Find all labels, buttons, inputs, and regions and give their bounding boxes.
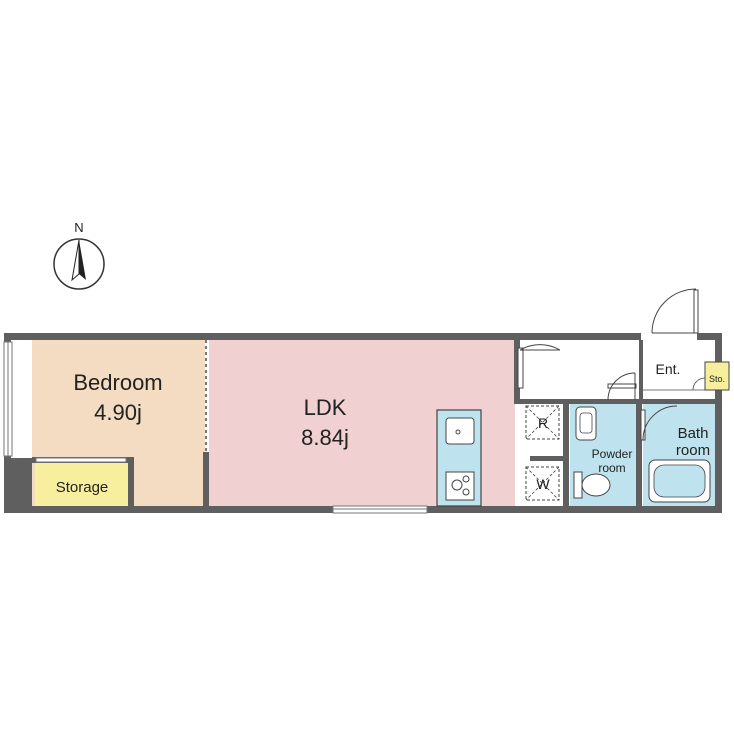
outer-wall-left-thick	[4, 458, 32, 513]
bath-room-name-line2: room	[676, 442, 710, 459]
bedroom-size: 4.90j	[94, 400, 142, 425]
outer-wall-right	[715, 333, 722, 513]
stove-icon	[445, 471, 475, 501]
hall-floor	[520, 340, 716, 400]
wall-entrance-left	[639, 340, 643, 400]
storage-door	[35, 457, 127, 463]
entrance-storage	[704, 361, 730, 391]
ldk-name: LDK	[304, 395, 347, 420]
entrance-storage-door-swing	[692, 377, 706, 391]
washbasin-icon	[575, 406, 597, 441]
wall-appliance-mid	[530, 456, 563, 461]
wall-ldk-right-upper	[514, 340, 520, 400]
wall-appliance-right	[563, 399, 569, 506]
refrigerator-label: R	[538, 415, 548, 431]
entrance-label: Ent.	[656, 361, 681, 377]
wall-powder-bath	[636, 399, 642, 506]
hall-door-panel	[517, 347, 524, 389]
washer-space	[525, 466, 560, 501]
outer-wall-top-right	[697, 333, 722, 340]
storage-floor	[35, 462, 128, 506]
wall-ldk-right-lower	[514, 400, 520, 404]
powder-room-name-line1: Powder	[592, 447, 633, 461]
powder-room-door-panel	[607, 383, 637, 389]
entrance-door-swing	[651, 288, 697, 334]
compass-icon	[53, 238, 105, 290]
bedroom-name: Bedroom	[73, 370, 162, 395]
bath-room-door-swing	[642, 405, 678, 441]
powder-room-door-swing	[607, 372, 636, 401]
bath-room-name-line1: Bath	[678, 425, 709, 442]
outer-wall-top	[4, 333, 641, 340]
powder-room-name-line2: room	[598, 461, 625, 475]
washer-label: W	[536, 476, 550, 492]
entrance-storage-label: Sto.	[709, 374, 725, 384]
ldk-size: 8.84j	[301, 425, 349, 450]
entrance-door-panel	[693, 289, 699, 334]
toilet-icon	[573, 471, 611, 499]
wall-hall-bottom	[520, 399, 715, 404]
wall-storage-right	[128, 457, 134, 506]
compass-label: N	[74, 220, 83, 235]
hall-door-swing	[519, 344, 561, 351]
refrigerator-space	[525, 405, 560, 440]
wall-bedroom-ldk	[203, 452, 209, 506]
storage-name: Storage	[56, 479, 109, 496]
